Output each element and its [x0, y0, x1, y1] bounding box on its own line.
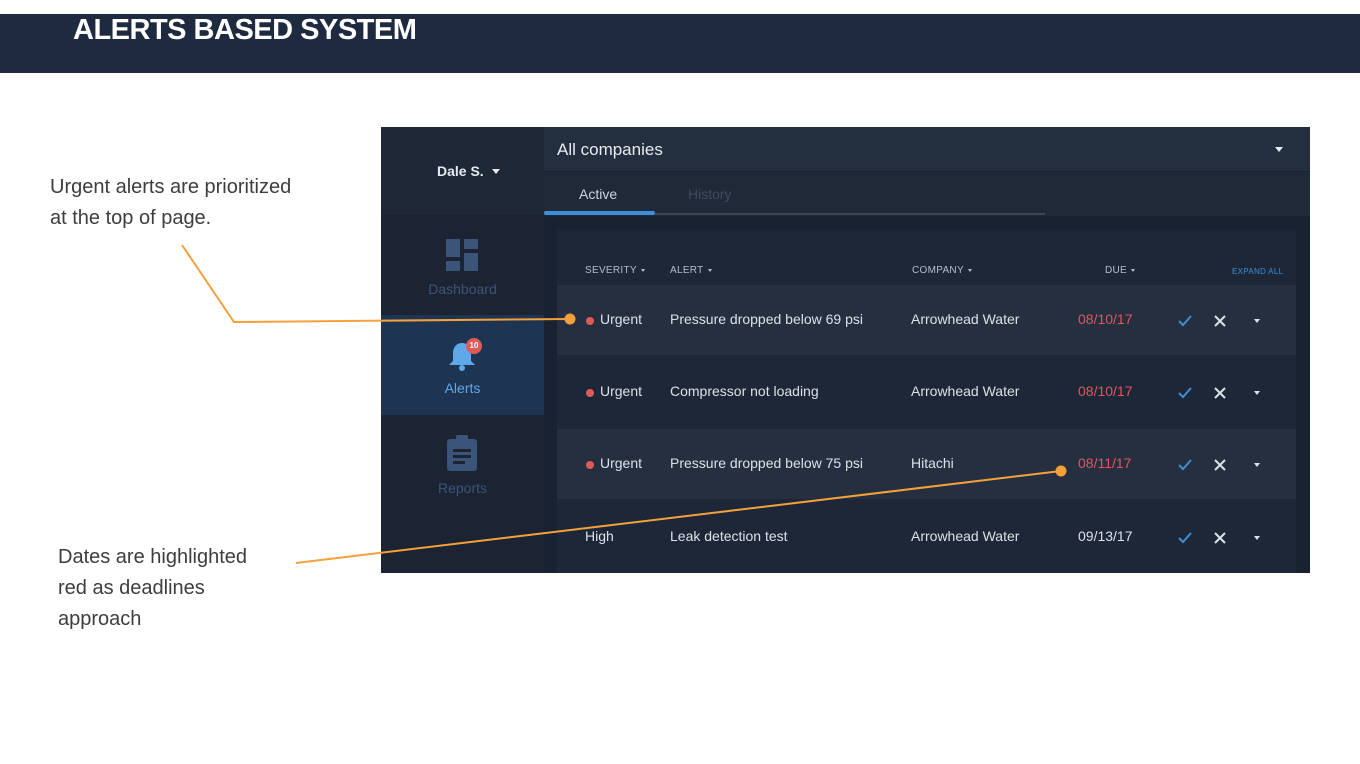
urgent-dot-icon	[586, 317, 594, 325]
check-icon[interactable]	[1178, 387, 1192, 399]
alert-cell: Leak detection test	[670, 528, 788, 544]
connector-dot-dates	[1055, 465, 1067, 477]
alert-cell: Pressure dropped below 75 psi	[670, 455, 864, 471]
close-icon[interactable]	[1214, 459, 1226, 471]
annotation-line: at the top of page.	[50, 207, 212, 229]
column-header-company[interactable]: COMPANY	[912, 265, 972, 276]
table-row[interactable]: High Leak detection test Arrowhead Water 09…	[557, 502, 1296, 572]
annotation-dates-highlighted: Dates are highlighted red as deadlines a…	[58, 542, 247, 635]
slide-header-bar	[0, 14, 1360, 73]
user-name: Dale S.	[437, 163, 484, 179]
annotation-line: red as deadlines	[58, 577, 205, 599]
sidebar: Dale S. Dashboard 10 Alerts	[381, 127, 544, 573]
sidebar-item-label: Dashboard	[428, 281, 497, 297]
chevron-down-icon[interactable]	[1254, 391, 1260, 395]
annotation-urgent-prioritized: Urgent alerts are prioritized at the top…	[50, 172, 291, 234]
table-row[interactable]: Urgent Pressure dropped below 69 psi Arrow…	[557, 285, 1296, 355]
alert-cell: Compressor not loading	[670, 383, 819, 399]
column-header-alert[interactable]: ALERT	[670, 265, 712, 276]
sort-caret-icon	[707, 268, 712, 272]
sort-caret-icon	[967, 268, 972, 272]
caret-down-icon	[492, 169, 500, 174]
tab-history[interactable]: History	[688, 186, 732, 202]
connector-line-dates	[295, 470, 1062, 564]
sidebar-item-label: Reports	[437, 480, 488, 496]
urgent-dot-icon	[586, 461, 594, 469]
caret-down-icon	[1275, 147, 1283, 152]
sort-caret-icon	[1131, 268, 1136, 272]
chevron-down-icon[interactable]	[1254, 463, 1260, 467]
slide-title: ALERTS BASED SYSTEM	[73, 14, 417, 46]
column-header-due[interactable]: DUE	[1105, 265, 1136, 276]
chevron-down-icon[interactable]	[1254, 319, 1260, 323]
sidebar-item-alerts[interactable]: 10 Alerts	[381, 315, 544, 415]
close-icon[interactable]	[1214, 315, 1226, 327]
check-icon[interactable]	[1178, 315, 1192, 327]
column-header-severity[interactable]: SEVERITY	[585, 265, 645, 276]
alert-tabs: Active History	[544, 172, 1310, 216]
due-date-cell: 09/13/17	[1078, 528, 1133, 544]
severity-cell: Urgent	[600, 311, 643, 327]
sidebar-item-dashboard[interactable]: Dashboard	[381, 217, 544, 315]
tab-divider	[655, 213, 1045, 215]
alert-cell: Pressure dropped below 69 psi	[670, 311, 864, 327]
sidebar-item-label: Alerts	[444, 380, 481, 396]
company-select-value: All companies	[557, 140, 663, 159]
clipboard-icon	[447, 435, 477, 471]
table-row[interactable]: Urgent Compressor not loading Arrowhead Wa…	[557, 357, 1296, 427]
check-icon[interactable]	[1178, 459, 1192, 471]
company-select[interactable]: All companies	[544, 127, 1310, 171]
severity-cell: Urgent	[600, 455, 643, 471]
connector-dot-urgent	[564, 313, 576, 325]
main-content: All companies Active History SEVERITY AL…	[544, 127, 1310, 573]
check-icon[interactable]	[1178, 532, 1192, 544]
severity-cell: High	[585, 528, 614, 544]
connector-line-urgent	[181, 244, 571, 324]
expand-all-link[interactable]: EXPAND ALL	[1232, 267, 1284, 276]
chevron-down-icon[interactable]	[1254, 536, 1260, 540]
urgent-dot-icon	[586, 389, 594, 397]
severity-cell: Urgent	[600, 383, 643, 399]
annotation-line: Dates are highlighted	[58, 546, 248, 568]
company-cell: Arrowhead Water	[911, 383, 1020, 399]
company-cell: Arrowhead Water	[911, 311, 1020, 327]
annotation-line: Urgent alerts are prioritized	[50, 176, 292, 198]
due-date-cell: 08/11/17	[1078, 455, 1132, 471]
active-tab-indicator	[544, 211, 655, 215]
user-menu[interactable]: Dale S.	[381, 127, 544, 215]
company-cell: Hitachi	[911, 455, 954, 471]
sort-caret-icon	[640, 268, 645, 272]
sidebar-item-reports[interactable]: Reports	[381, 415, 544, 513]
close-icon[interactable]	[1214, 387, 1226, 399]
alerts-table: SEVERITY ALERT COMPANY DUE EXPAND ALL Ur…	[557, 229, 1296, 573]
tab-active[interactable]: Active	[579, 186, 618, 202]
dashboard-icon	[446, 239, 478, 271]
close-icon[interactable]	[1214, 532, 1226, 544]
annotation-line: approach	[58, 608, 142, 630]
alert-count-badge: 10	[466, 338, 482, 354]
alerts-app-screenshot: Dale S. Dashboard 10 Alerts	[381, 127, 1310, 573]
due-date-cell: 08/10/17	[1078, 383, 1133, 399]
company-cell: Arrowhead Water	[911, 528, 1020, 544]
due-date-cell: 08/10/17	[1078, 311, 1133, 327]
